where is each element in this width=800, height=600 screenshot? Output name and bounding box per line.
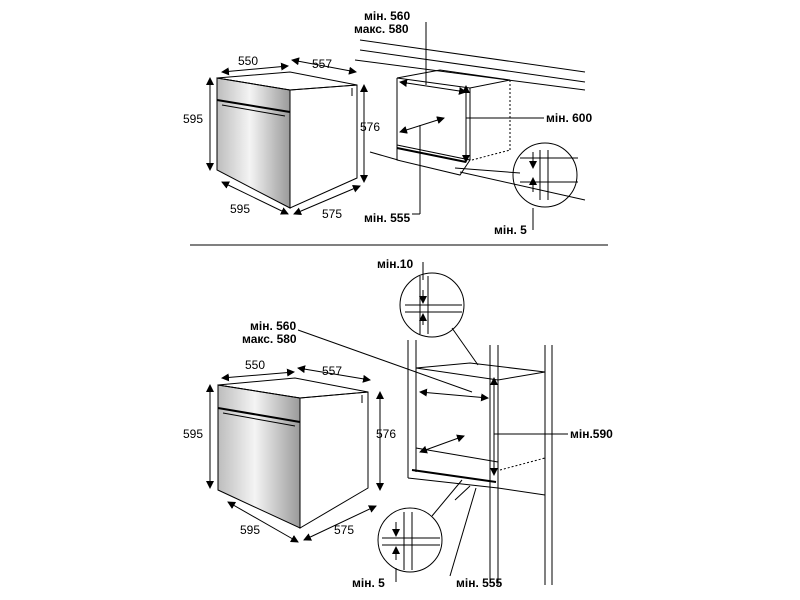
top-oven-height-right: 576 (360, 120, 380, 134)
bottom-niche-width-min: мін. 555 (456, 576, 502, 590)
top-oven-drawing (216, 71, 358, 209)
bottom-oven-dimension-lines (206, 365, 384, 543)
top-niche-height-min: мін. 600 (546, 111, 592, 125)
bottom-niche-gap-min: мін. 5 (352, 576, 385, 590)
top-niche-drawing (354, 39, 586, 201)
bottom-oven-width-top: 557 (322, 364, 342, 378)
bottom-niche-depth-min: мін. 560 (250, 319, 296, 333)
bottom-oven-depth-bottom: 575 (334, 523, 354, 537)
bottom-oven-height-right: 576 (376, 427, 396, 441)
bottom-niche-depth-max: макс. 580 (242, 332, 297, 346)
bottom-oven-drawing (217, 377, 369, 529)
top-oven-height-left: 595 (183, 112, 203, 126)
bottom-oven-width-bottom: 595 (240, 523, 260, 537)
top-oven-depth-top: 550 (238, 54, 258, 68)
top-niche-width-min: мін. 555 (364, 211, 410, 225)
top-niche-gap-min: мін. 5 (494, 223, 527, 237)
top-oven-width-top: 557 (312, 57, 332, 71)
bottom-oven-height-left: 595 (183, 427, 203, 441)
top-niche-depth-min: мін. 560 (364, 9, 410, 23)
top-oven-width-bottom: 595 (230, 202, 250, 216)
top-niche-dimension-lines (399, 22, 578, 230)
top-niche-depth-max: макс. 580 (354, 22, 409, 36)
bottom-niche-dimension-lines (297, 262, 568, 582)
bottom-oven-depth-top: 550 (245, 358, 265, 372)
bottom-niche-height-min: мін.590 (570, 427, 613, 441)
bottom-niche-top-gap: мін.10 (377, 257, 413, 271)
top-oven-depth-bottom: 575 (322, 207, 342, 221)
top-oven-dimension-lines (206, 57, 368, 215)
